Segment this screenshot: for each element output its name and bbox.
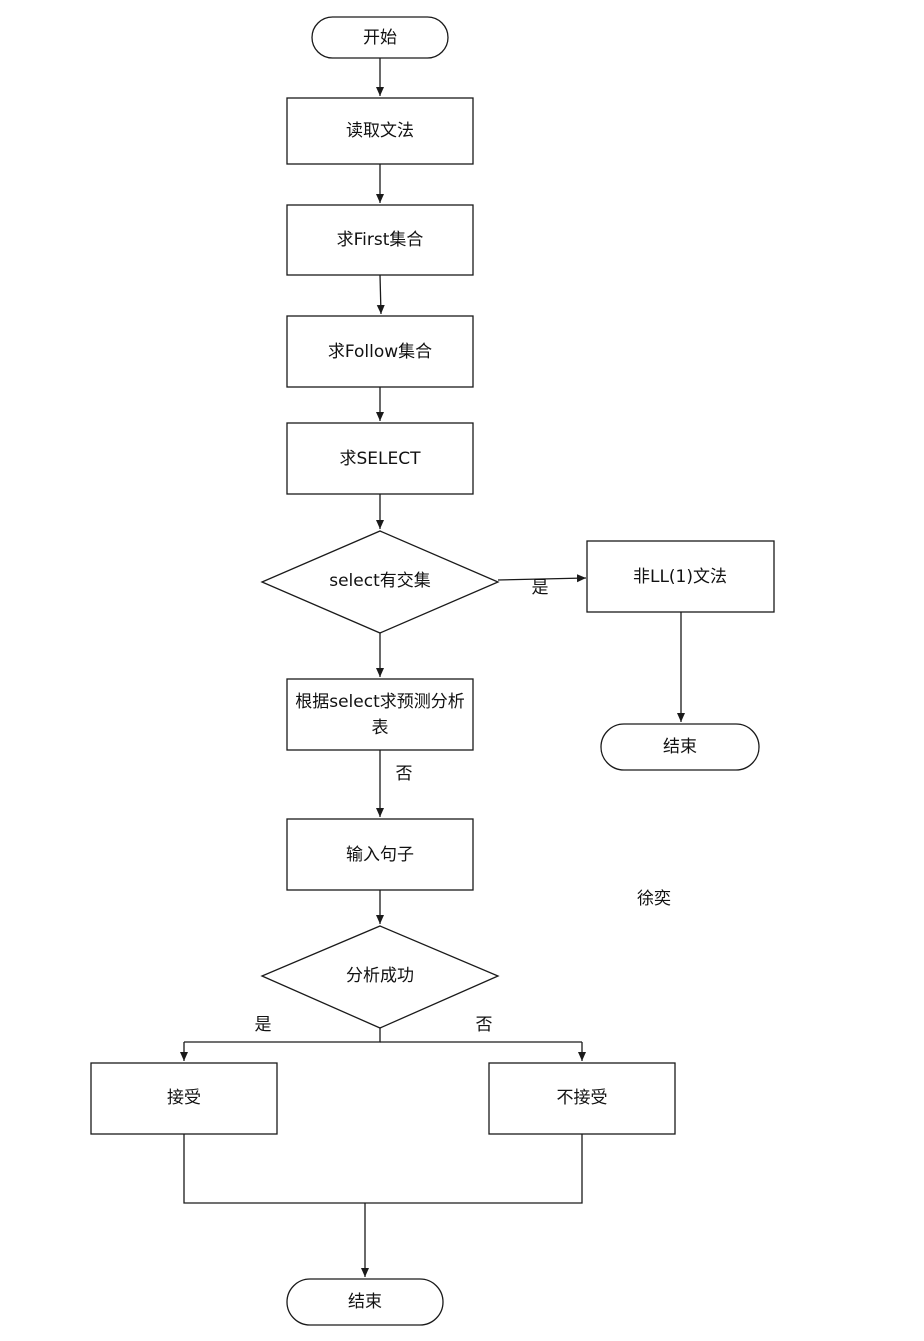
node-read-grammar: 读取文法 (286, 97, 474, 165)
edge-label-intersect-yes: 是 (532, 578, 549, 598)
node-reject: 不接受 (488, 1062, 676, 1135)
node-end-bottom: 结束 (286, 1278, 444, 1326)
edges (180, 58, 685, 1277)
node-not-ll1: 非LL(1)文法 (586, 540, 775, 613)
edge-label-success-no: 否 (476, 1015, 493, 1035)
node-follow-set-label: 求Follow集合 (328, 342, 432, 362)
node-accept: 接受 (90, 1062, 278, 1135)
node-end-right: 结束 (600, 723, 760, 771)
node-not-ll1-label: 非LL(1)文法 (633, 567, 727, 587)
node-build-table: 根据select求预测分析 表 (286, 678, 474, 751)
node-input-sentence: 输入句子 (286, 818, 474, 891)
edge-first-to-follow (376, 274, 385, 315)
node-select-set-label: 求SELECT (340, 449, 422, 469)
node-decision-success: 分析成功 (260, 925, 500, 1029)
edge-decision-yes-to-notll1 (497, 574, 587, 583)
node-reject-label: 不接受 (557, 1088, 608, 1108)
edge-label-intersect-no: 否 (396, 764, 413, 784)
node-first-set: 求First集合 (286, 204, 474, 276)
node-select-set: 求SELECT (286, 422, 474, 495)
node-decision-intersect-label: select有交集 (329, 571, 431, 591)
node-decision-success-label: 分析成功 (346, 966, 414, 986)
node-read-grammar-label: 读取文法 (346, 121, 414, 141)
author-name: 徐奕 (637, 889, 671, 909)
node-input-sentence-label: 输入句子 (346, 845, 414, 865)
node-end-bottom-label: 结束 (348, 1292, 382, 1312)
edge-merge (183, 1134, 583, 1204)
node-follow-set: 求Follow集合 (286, 315, 474, 388)
node-first-set-label: 求First集合 (337, 230, 424, 250)
node-decision-intersect: select有交集 (260, 530, 500, 634)
edge-success-branch (184, 1028, 381, 1043)
node-build-table-label-line1: 根据select求预测分析 (295, 692, 465, 712)
node-start-label: 开始 (363, 28, 397, 48)
edge-label-success-yes: 是 (255, 1015, 272, 1035)
node-build-table-label-line2: 表 (372, 718, 389, 738)
node-end-right-label: 结束 (663, 737, 697, 757)
node-start: 开始 (311, 16, 449, 59)
node-accept-label: 接受 (167, 1088, 201, 1108)
